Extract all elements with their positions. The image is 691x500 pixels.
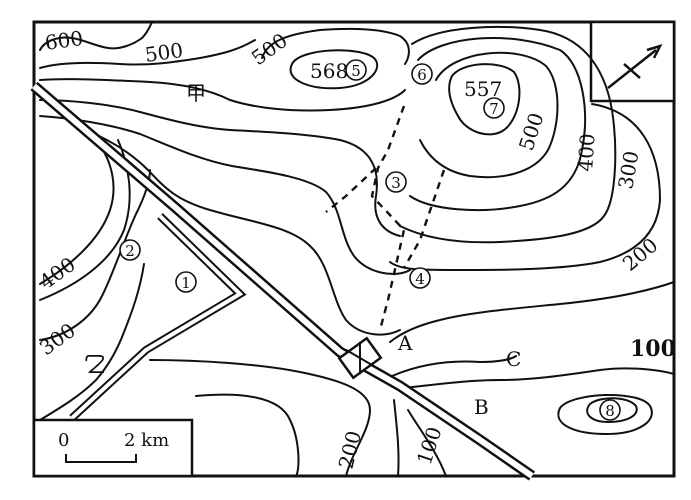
secondary-road bbox=[69, 213, 247, 421]
contour-valley-2 bbox=[39, 115, 411, 275]
contour-300-west bbox=[39, 169, 151, 341]
contour-568-ring bbox=[289, 49, 379, 90]
contour-200-east bbox=[389, 103, 661, 271]
svg-text:5: 5 bbox=[351, 62, 361, 80]
label-100-a: 100 bbox=[630, 336, 676, 362]
place-C: C bbox=[506, 347, 521, 371]
contour-valley-3 bbox=[85, 129, 401, 336]
scale-bar: 0 2 km bbox=[32, 418, 194, 478]
contour-valley-1 bbox=[39, 99, 401, 237]
place-jia: 甲 bbox=[186, 81, 206, 105]
marker-8: 8 bbox=[599, 399, 621, 421]
dashed-tracks bbox=[325, 105, 446, 331]
contour-south-100b bbox=[407, 409, 447, 477]
contour-C-valley bbox=[391, 355, 517, 377]
contour-400-east bbox=[409, 37, 587, 212]
north-arrow-icon bbox=[607, 43, 663, 89]
contour-south-ridge bbox=[149, 359, 371, 477]
contour-south-100a bbox=[393, 399, 400, 477]
svg-text:3: 3 bbox=[391, 174, 401, 192]
contour-yi-valley bbox=[39, 263, 145, 421]
contour-500-west bbox=[39, 39, 256, 69]
contour-8-inner bbox=[586, 397, 638, 423]
svg-text:2: 2 bbox=[125, 242, 135, 260]
label-500-a: 500 bbox=[143, 38, 184, 67]
svg-text:4: 4 bbox=[415, 270, 425, 288]
marker-4: 4 bbox=[409, 267, 431, 289]
track-east bbox=[402, 169, 446, 269]
contour-300-east bbox=[399, 25, 617, 244]
track-6-A bbox=[370, 105, 406, 331]
highway bbox=[30, 81, 536, 481]
marker-5: 5 bbox=[345, 59, 367, 81]
track-3-branch bbox=[325, 167, 377, 213]
place-B: B bbox=[474, 395, 489, 419]
contour-500-east bbox=[419, 51, 559, 179]
contour-lines bbox=[39, 21, 675, 477]
svg-text:6: 6 bbox=[417, 66, 427, 84]
contour-557-inner bbox=[448, 63, 521, 136]
contour-upper-ridge bbox=[39, 78, 406, 112]
contour-south-200 bbox=[195, 393, 300, 477]
label-600: 600 bbox=[43, 26, 84, 55]
label-400-a: 400 bbox=[573, 133, 600, 173]
place-yi: 乙 bbox=[84, 350, 106, 375]
marker-2: 2 bbox=[119, 239, 141, 261]
contour-600 bbox=[39, 21, 153, 51]
numbered-markers: 1 2 3 4 5 6 7 8 bbox=[119, 59, 621, 421]
svg-text:8: 8 bbox=[605, 402, 615, 420]
station-icon bbox=[337, 336, 383, 380]
contour-B-valley bbox=[403, 367, 675, 389]
marker-6: 6 bbox=[411, 63, 433, 85]
marker-7: 7 bbox=[483, 97, 505, 119]
place-A: A bbox=[397, 331, 413, 355]
contour-8-outer bbox=[557, 393, 653, 435]
contour-400-west bbox=[39, 139, 115, 285]
svg-text:7: 7 bbox=[489, 100, 499, 118]
svg-text:1: 1 bbox=[181, 274, 191, 292]
contour-500-north bbox=[261, 27, 410, 65]
contour-100-east bbox=[389, 281, 675, 343]
elevation-peak-5: 568 bbox=[310, 59, 348, 83]
elevation-peak-7: 557 bbox=[464, 77, 502, 101]
marker-1: 1 bbox=[175, 271, 197, 293]
scale-zero: 0 bbox=[58, 430, 69, 451]
scale-distance: 2 km bbox=[124, 430, 169, 451]
north-arrow-box bbox=[589, 20, 676, 103]
marker-3: 3 bbox=[385, 171, 407, 193]
